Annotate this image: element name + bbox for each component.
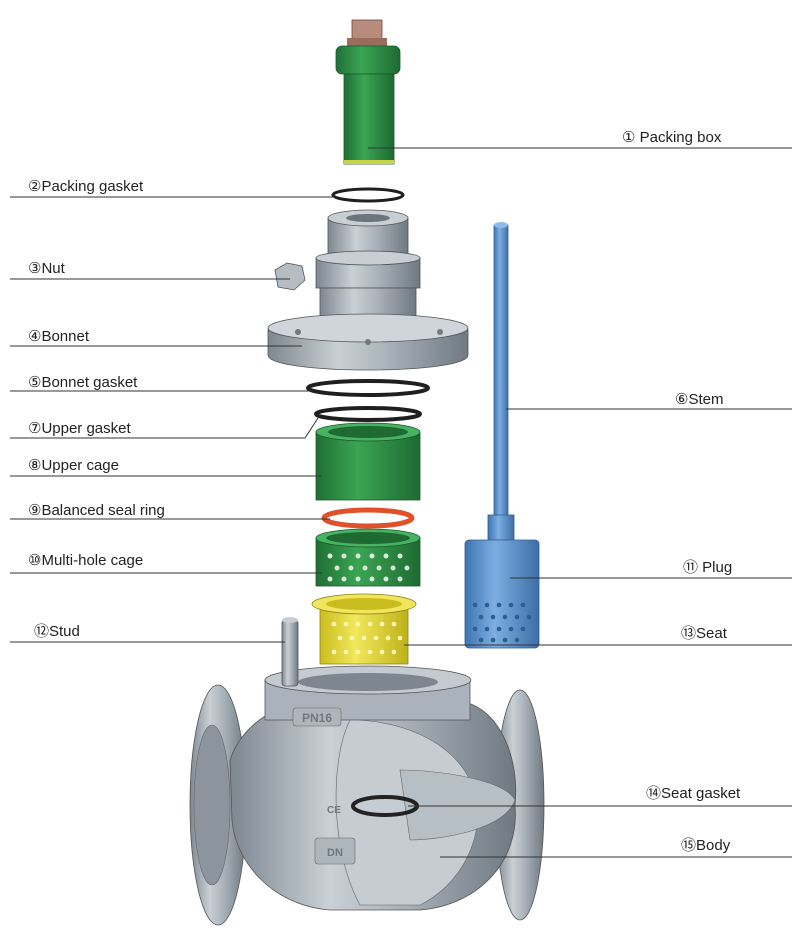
label-packing-gasket: ②Packing gasket [28,178,144,195]
seat [311,593,417,665]
balanced-seal-ring [321,507,415,529]
plug [464,539,540,649]
upper-gasket [314,406,422,422]
label-seat: ⑬Seat [681,625,728,642]
label-bonnet-gasket: ⑤Bonnet gasket [28,374,138,391]
label-nut: ③Nut [28,260,66,277]
label-balanced-seal-ring: ⑨Balanced seal ring [28,502,165,519]
label-packing-box: ① Packing box [622,129,722,146]
leader-lines [10,147,792,858]
label-seat-gasket: ⑭Seat gasket [646,785,741,802]
label-multi-hole-cage: ⑩Multi-hole cage [28,552,143,569]
stud [281,617,299,687]
packing-gasket [331,187,405,203]
stem [487,222,515,541]
label-bonnet: ④Bonnet [28,328,90,345]
bonnet [267,209,469,371]
label-plug: ⑪ Plug [683,559,732,576]
label-stem: ⑥Stem [675,391,723,408]
upper-cage [315,422,421,501]
label-stud: ⑫Stud [34,623,80,640]
label-upper-cage: ⑧Upper cage [28,457,119,474]
packing-box [335,19,401,165]
body-dn-marking: DN [327,847,343,859]
body-ce-marking: CE [327,805,341,816]
leader-upper-gasket [10,417,319,439]
label-upper-gasket: ⑦Upper gasket [28,420,131,437]
body-pn16-marking: PN16 [302,711,332,725]
multi-hole-cage [315,528,421,587]
body: PN16 DN CE [189,665,545,926]
label-body: ⑮Body [681,837,731,854]
nut [274,262,306,291]
labels: ① Packing box ②Packing gasket ③Nut ④Bonn… [28,129,741,854]
bonnet-gasket [306,379,430,397]
